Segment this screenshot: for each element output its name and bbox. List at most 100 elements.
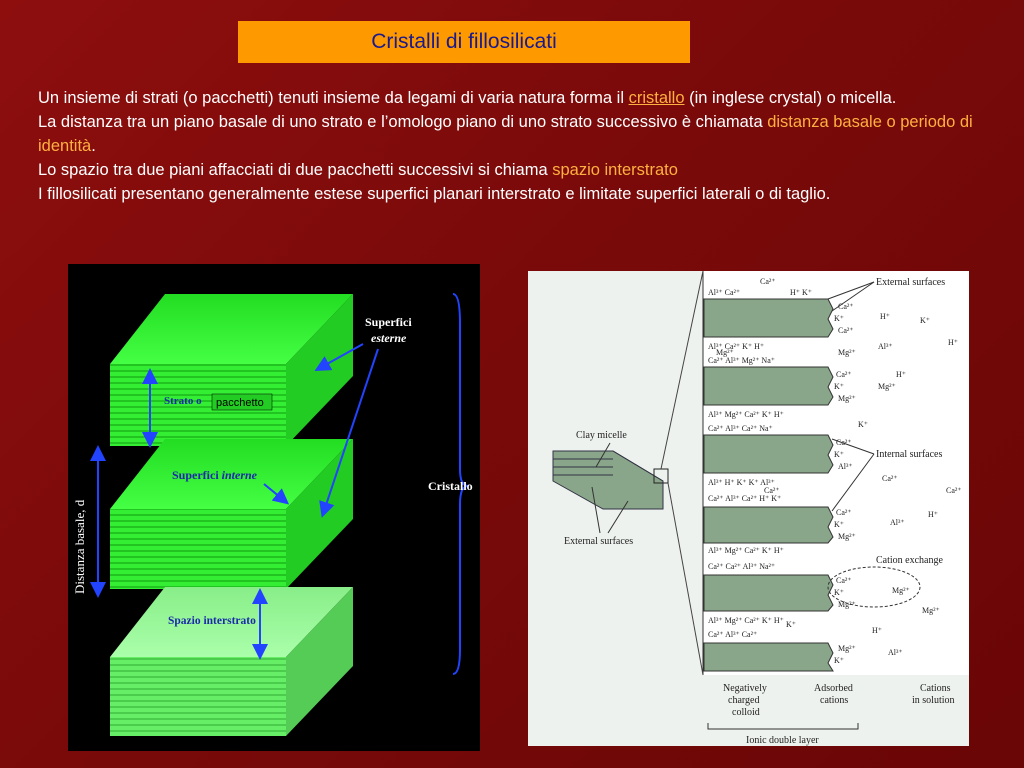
svg-text:Ca²⁺ Ca²⁺ Al³⁺ Na²⁺: Ca²⁺ Ca²⁺ Al³⁺ Na²⁺ [708, 562, 775, 571]
svg-text:H⁺ K⁺: H⁺ K⁺ [790, 288, 812, 297]
svg-text:Mg²⁺: Mg²⁺ [838, 644, 856, 653]
layer-diagram-svg: Superfici esterne Strato o pacchetto Sup… [72, 293, 473, 736]
svg-text:H⁺: H⁺ [880, 312, 890, 321]
external-surfaces-left-label: External surfaces [564, 536, 633, 547]
svg-text:K⁺: K⁺ [834, 656, 844, 665]
svg-text:K⁺: K⁺ [834, 450, 844, 459]
paragraph-2: La distanza tra un piano basale di uno s… [38, 110, 983, 158]
cations-label-2: in solution [912, 695, 955, 706]
esterne-arrow-2 [319, 348, 379, 518]
negatively-label-3: colloid [732, 707, 760, 718]
svg-text:K⁺: K⁺ [920, 316, 930, 325]
svg-text:Ca²⁺: Ca²⁺ [838, 302, 854, 311]
svg-text:Ca²⁺ Al³⁺ Ca²⁺: Ca²⁺ Al³⁺ Ca²⁺ [708, 630, 757, 639]
cations-label-1: Cations [920, 683, 951, 694]
layer-block-3 [110, 587, 353, 736]
svg-text:Mg²⁺: Mg²⁺ [838, 532, 856, 541]
svg-text:H⁺: H⁺ [896, 370, 906, 379]
svg-text:H⁺: H⁺ [872, 626, 882, 635]
strato-label: Strato o [164, 395, 202, 407]
svg-text:Ca²⁺: Ca²⁺ [764, 486, 780, 495]
svg-text:K⁺: K⁺ [834, 520, 844, 529]
svg-text:Mg²⁺: Mg²⁺ [892, 586, 910, 595]
negatively-label-2: charged [728, 695, 759, 706]
svg-text:Ca²⁺ Al³⁺ Mg²⁺ Na⁺: Ca²⁺ Al³⁺ Mg²⁺ Na⁺ [708, 356, 775, 365]
svg-text:K⁺: K⁺ [834, 314, 844, 323]
svg-text:K⁺: K⁺ [834, 382, 844, 391]
clay-micelle-diagram: Clay micelle External surfaces Al³⁺ Ca²⁺… [528, 271, 969, 746]
svg-text:Ca²⁺: Ca²⁺ [836, 508, 852, 517]
p2-highlight: distanza basale o periodo di identità [38, 113, 973, 155]
svg-text:K⁺: K⁺ [786, 620, 796, 629]
layer-block-1 [110, 294, 353, 446]
svg-text:Ca²⁺: Ca²⁺ [882, 474, 898, 483]
plate-4 [703, 506, 834, 544]
esterne-arrow-1 [314, 343, 364, 371]
svg-text:Al³⁺ Mg²⁺ Ca²⁺ K⁺ H⁺: Al³⁺ Mg²⁺ Ca²⁺ K⁺ H⁺ [708, 546, 784, 555]
svg-text:Mg²⁺: Mg²⁺ [838, 394, 856, 403]
svg-text:Mg²⁺: Mg²⁺ [838, 348, 856, 357]
body-text: Un insieme di strati (o pacchetti) tenut… [38, 86, 983, 206]
cristallo-label: Cristallo [428, 479, 473, 493]
svg-text:Ca²⁺ Al³⁺ Ca²⁺ Na⁺: Ca²⁺ Al³⁺ Ca²⁺ Na⁺ [708, 424, 773, 433]
svg-text:Mg²⁺: Mg²⁺ [878, 382, 896, 391]
plate-3 [703, 434, 834, 474]
double-layer-bracket [707, 723, 859, 730]
ionic-double-layer-label: Ionic double layer [746, 735, 819, 746]
paragraph-4: I fillosilicati presentano generalmente … [38, 185, 831, 203]
svg-text:Ca²⁺ Al³⁺ Ca²⁺ H⁺ K⁺: Ca²⁺ Al³⁺ Ca²⁺ H⁺ K⁺ [708, 494, 781, 503]
svg-text:Al³⁺: Al³⁺ [878, 342, 893, 351]
distanza-basale-label: Distanza basale, d [72, 499, 87, 594]
plate-2 [703, 366, 834, 406]
svg-text:Mg²⁺: Mg²⁺ [838, 600, 856, 609]
svg-text:Ca²⁺: Ca²⁺ [836, 370, 852, 379]
interne-arrow [263, 483, 290, 505]
svg-text:Al³⁺ Ca²⁺: Al³⁺ Ca²⁺ [708, 288, 740, 297]
svg-text:K⁺: K⁺ [858, 420, 868, 429]
cation-exchange-label: Cation exchange [876, 555, 943, 566]
clay-micelle-svg: Clay micelle External surfaces Al³⁺ Ca²⁺… [552, 271, 969, 746]
cation-exchange-ellipse [827, 566, 921, 608]
svg-text:Al³⁺ H⁺ K⁺ K⁺ Al³⁺: Al³⁺ H⁺ K⁺ K⁺ Al³⁺ [708, 478, 775, 487]
title-box: Cristalli di fillosilicati [238, 21, 690, 63]
svg-text:H⁺: H⁺ [928, 510, 938, 519]
svg-text:K⁺: K⁺ [834, 588, 844, 597]
p3-text-a: Lo spazio tra due piani affacciati di du… [38, 161, 553, 179]
external-surfaces-top-label: External surfaces [876, 277, 945, 288]
svg-text:Mg²⁺: Mg²⁺ [716, 348, 734, 357]
clay-micelle-label: Clay micelle [576, 430, 627, 441]
svg-text:H⁺: H⁺ [948, 338, 958, 347]
p1-text-b: (in inglese crystal) o micella. [684, 89, 897, 107]
svg-text:Mg²⁺: Mg²⁺ [922, 606, 940, 615]
ion-labels: Al³⁺ Ca²⁺ Ca²⁺ H⁺ K⁺ Ca²⁺ K⁺ Ca²⁺ H⁺ K⁺ Al³⁺ … [708, 277, 962, 665]
svg-text:Al³⁺ Ca²⁺ K⁺ H⁺: Al³⁺ Ca²⁺ K⁺ H⁺ [708, 342, 764, 351]
p3-highlight: spazio interstrato [552, 161, 678, 179]
layer-block-2 [110, 439, 353, 589]
svg-text:Ca²⁺: Ca²⁺ [836, 576, 852, 585]
pacchetto-label: pacchetto [216, 397, 264, 409]
superfici-interne-label: Superfici interne [172, 468, 258, 482]
layer-diagram: Superfici esterne Strato o pacchetto Sup… [68, 264, 480, 751]
plate-1 [703, 298, 834, 338]
svg-text:Ca²⁺: Ca²⁺ [946, 486, 962, 495]
svg-text:Al³⁺: Al³⁺ [838, 462, 853, 471]
adsorbed-label-2: cations [820, 695, 848, 706]
slide-title: Cristalli di fillosilicati [371, 30, 557, 53]
svg-text:Al³⁺: Al³⁺ [888, 648, 903, 657]
superfici-esterne-label-2: esterne [371, 331, 407, 345]
svg-text:Al³⁺ Mg²⁺ Ca²⁺ K⁺ H⁺: Al³⁺ Mg²⁺ Ca²⁺ K⁺ H⁺ [708, 616, 784, 625]
spazio-interstrato-label: Spazio interstrato [168, 615, 256, 627]
superfici-esterne-label: Superfici [365, 315, 412, 329]
svg-text:Ca²⁺: Ca²⁺ [836, 438, 852, 447]
adsorbed-label-1: Adsorbed [814, 683, 853, 694]
negatively-label-1: Negatively [723, 683, 767, 694]
cristallo-link[interactable]: cristallo [628, 89, 685, 107]
cristallo-bracket [452, 293, 469, 675]
internal-surfaces-label: Internal surfaces [876, 449, 942, 460]
svg-text:Al³⁺ Mg²⁺ Ca²⁺ K⁺ H⁺: Al³⁺ Mg²⁺ Ca²⁺ K⁺ H⁺ [708, 410, 784, 419]
svg-text:Al³⁺: Al³⁺ [890, 518, 905, 527]
pacchetto-box [211, 393, 273, 411]
p2-text-a: La distanza tra un piano basale di uno s… [38, 113, 768, 131]
p1-text-a: Un insieme di strati (o pacchetti) tenut… [38, 89, 629, 107]
paragraph-1: Un insieme di strati (o pacchetti) tenut… [38, 86, 983, 110]
